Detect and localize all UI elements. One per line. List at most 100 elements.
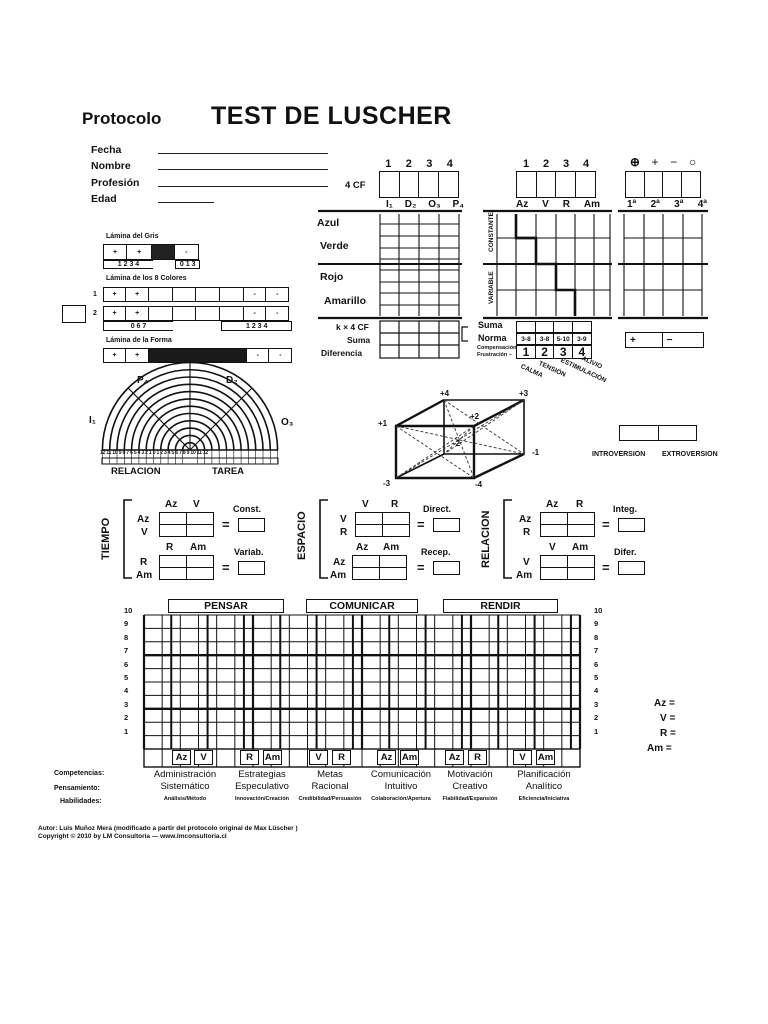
gris-box-plus[interactable]: +	[125, 244, 153, 260]
cf4-boxes[interactable]	[379, 171, 459, 198]
direct-box[interactable]	[433, 518, 460, 532]
espacio-v-row: V	[340, 514, 347, 525]
norma-num-4: 4	[571, 345, 592, 359]
grid-cell[interactable]	[185, 567, 214, 580]
variab-box[interactable]	[238, 561, 265, 575]
minus-box[interactable]: −	[661, 332, 704, 348]
relacion-eq-1: =	[602, 517, 610, 532]
grid-cell[interactable]	[381, 524, 410, 537]
tarea-label: TAREA	[212, 466, 245, 477]
right-col-3: 3	[562, 158, 570, 170]
habilidad-item: Análisis/Método	[163, 796, 207, 802]
pensamiento-item: Analítico	[525, 781, 563, 792]
norma-suma-boxes[interactable]	[516, 321, 592, 333]
cube-p4: +4	[440, 389, 450, 398]
y-axis-label: 10	[124, 606, 133, 615]
row1-label: 1	[93, 291, 97, 298]
cube-m1: -1	[532, 448, 540, 457]
tiempo-v-col: V	[193, 499, 200, 510]
grid-bottom-cell: Az	[172, 750, 191, 765]
r-label: R	[562, 199, 570, 210]
relacion-az-row: Az	[519, 514, 532, 525]
grid-cell[interactable]	[566, 524, 595, 537]
fecha-field[interactable]	[158, 153, 328, 154]
plus-sign: +	[651, 155, 659, 169]
v-label: V	[542, 199, 549, 210]
intro-extro-boxes[interactable]	[619, 425, 697, 441]
espacio-r-row: R	[340, 527, 348, 538]
y-axis-label: 7	[124, 646, 129, 656]
difer-box[interactable]	[618, 561, 645, 575]
y-axis-label: 1	[594, 726, 599, 736]
competencias-label: Competencias:	[54, 770, 105, 777]
forma-box[interactable]: -	[245, 348, 270, 363]
plus-box[interactable]: +	[625, 332, 663, 348]
ocho-box[interactable]: +	[124, 287, 150, 302]
lamina-forma-label: Lámina de la Forma	[106, 337, 172, 344]
cube-p2: +2	[470, 412, 480, 421]
sign-boxes[interactable]	[625, 171, 701, 198]
profesion-field[interactable]	[158, 186, 328, 187]
forma-box[interactable]: -	[268, 348, 293, 363]
sign-box[interactable]	[680, 171, 701, 198]
const-box[interactable]	[238, 518, 265, 532]
cube-m3: -3	[383, 479, 391, 488]
grid-bottom-cell: V	[513, 750, 532, 765]
pensamiento-item: Creativo	[452, 781, 488, 792]
tiempo-grid-top-2[interactable]	[159, 524, 214, 537]
ocho-row1[interactable]: + + - -	[103, 287, 290, 302]
azvram-labels: Az V R Am	[516, 200, 600, 210]
gris-box-minus[interactable]: -	[173, 244, 199, 260]
plusminus-boxes[interactable]: + −	[625, 332, 704, 348]
y-axis-label: 3	[594, 699, 599, 709]
recep-box[interactable]	[433, 561, 460, 575]
extroversion-label: EXTROVERSION	[662, 451, 718, 458]
relacion-v-row: V	[523, 557, 530, 568]
cf4-box[interactable]	[437, 171, 459, 198]
nombre-field[interactable]	[158, 169, 328, 170]
y-axis-label: 10	[594, 606, 603, 615]
tiempo-grid-bot-1[interactable]	[159, 555, 214, 568]
extroversion-box[interactable]	[657, 425, 697, 441]
habilidad-item: Eficiencia/Iniciativa	[518, 796, 570, 802]
relacion-grid-top-2[interactable]	[540, 524, 595, 537]
lamina-gris-boxes[interactable]: + + -	[103, 244, 199, 260]
espacio-grid-top-2[interactable]	[355, 524, 410, 537]
o3-label: O₃	[428, 199, 441, 210]
azvram-boxes[interactable]	[516, 171, 596, 198]
grid-cell[interactable]	[566, 567, 595, 580]
ocho-box[interactable]: -	[265, 306, 290, 321]
total-am: Am =	[647, 743, 672, 754]
kx4-label: k × 4 CF	[336, 322, 369, 332]
y-axis-label: 5	[594, 673, 599, 682]
y-axis-label: 3	[124, 699, 129, 709]
ocho-row2[interactable]: + + - -	[103, 306, 290, 321]
espacio-grid-bot-2[interactable]	[352, 567, 407, 580]
norma-suma-box[interactable]	[571, 321, 592, 333]
circle-sign: ○	[688, 155, 697, 169]
right-column-numbers: 1 2 3 4	[516, 159, 596, 170]
side-input-box[interactable]	[62, 305, 86, 323]
grid-bottom-cell: V	[309, 750, 328, 765]
azvram-box[interactable]	[574, 171, 596, 198]
ocho-box[interactable]: +	[124, 306, 150, 321]
y-axis-label: 2	[124, 713, 129, 723]
grid-bottom-band	[143, 748, 581, 768]
relacion-label: RELACION	[111, 466, 161, 477]
espacio-grid-top-1[interactable]	[355, 512, 410, 525]
grid-cell[interactable]	[185, 524, 214, 537]
tiempo-az-col: Az	[165, 499, 178, 510]
semi-ray	[127, 387, 191, 451]
ocho-box[interactable]: -	[265, 287, 290, 302]
integ-box[interactable]	[618, 518, 645, 532]
y-axis-label: 9	[124, 619, 129, 629]
relacion-r-row: R	[523, 527, 531, 538]
cf-col-1: 1	[385, 158, 392, 170]
relacion-grid-bot-2[interactable]	[540, 567, 595, 580]
tiempo-grid-bot-2[interactable]	[159, 567, 214, 580]
grid-cell[interactable]	[378, 567, 407, 580]
espacio-v-col: V	[362, 499, 369, 510]
edad-field[interactable]	[158, 202, 214, 203]
